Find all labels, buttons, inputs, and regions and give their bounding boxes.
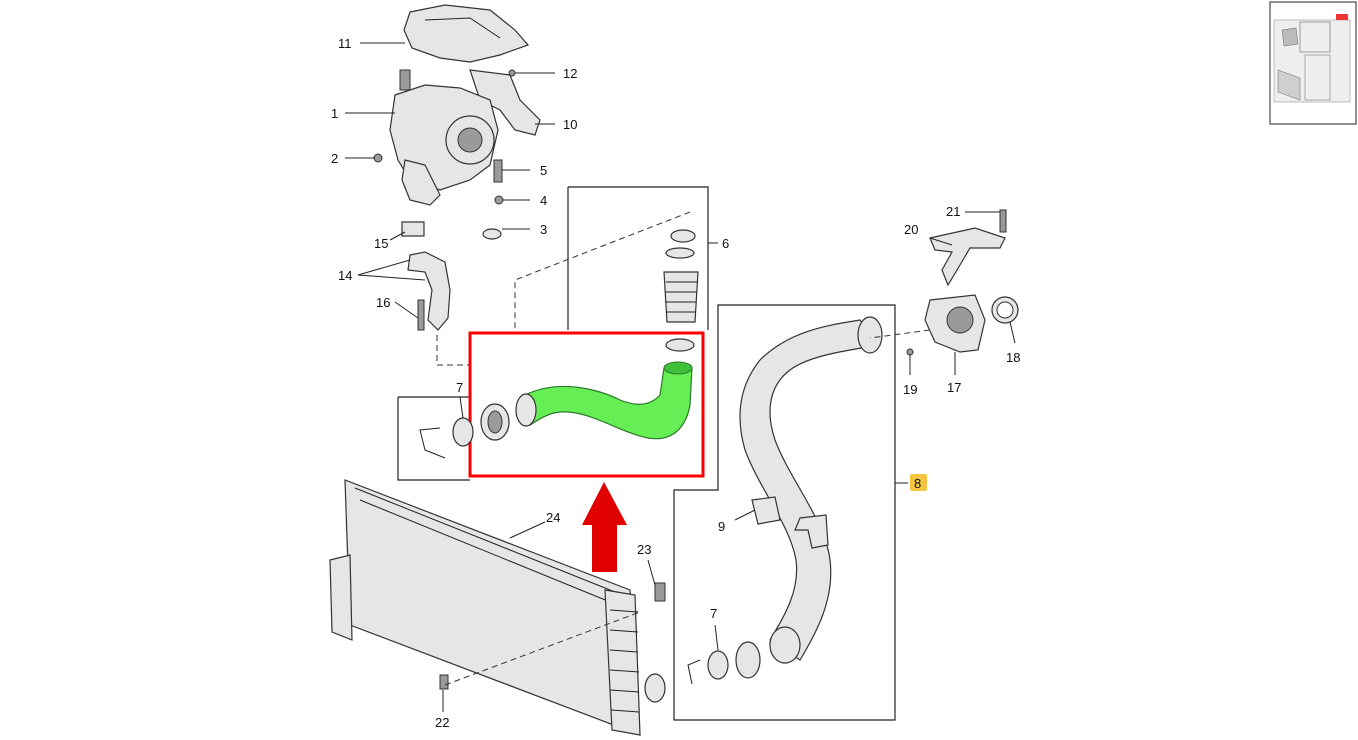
label-20: 20 bbox=[904, 222, 918, 237]
label-23: 23 bbox=[637, 542, 651, 557]
label-22: 22 bbox=[435, 715, 449, 730]
label-21: 21 bbox=[946, 204, 960, 219]
label-10: 10 bbox=[563, 117, 577, 132]
label-14: 14 bbox=[338, 268, 352, 283]
label-3: 3 bbox=[540, 222, 547, 237]
label-7-upper: 7 bbox=[456, 380, 463, 395]
label-15: 15 bbox=[374, 236, 388, 251]
pointer-arrow bbox=[582, 482, 627, 572]
throttle-body-assembly bbox=[906, 209, 1019, 356]
label-6: 6 bbox=[722, 236, 729, 251]
hose-6-outline bbox=[567, 186, 709, 330]
hose-8 bbox=[687, 316, 931, 685]
label-7-lower: 7 bbox=[710, 606, 717, 621]
label-5: 5 bbox=[540, 163, 547, 178]
label-18: 18 bbox=[1006, 350, 1020, 365]
highlight-region bbox=[419, 331, 705, 478]
label-2: 2 bbox=[331, 151, 338, 166]
pipe-6 bbox=[663, 229, 699, 323]
turbocharger-assembly bbox=[373, 4, 541, 366]
label-12: 12 bbox=[563, 66, 577, 81]
label-17: 17 bbox=[947, 380, 961, 395]
label-4: 4 bbox=[540, 193, 547, 208]
hose-8-outline bbox=[673, 304, 896, 721]
label-11: 11 bbox=[338, 36, 352, 51]
label-9: 9 bbox=[718, 519, 725, 534]
label-16: 16 bbox=[376, 295, 390, 310]
label-24: 24 bbox=[546, 510, 560, 525]
callout-labels: 11 12 1 10 2 5 4 3 15 14 16 6 21 20 18 1… bbox=[331, 36, 1020, 730]
label-1: 1 bbox=[331, 106, 338, 121]
label-19: 19 bbox=[903, 382, 917, 397]
label-8-badge bbox=[910, 474, 927, 491]
intercooler bbox=[329, 479, 666, 736]
leader-lines bbox=[345, 42, 1016, 712]
label-8: 8 bbox=[914, 476, 921, 491]
intercooler-hose-highlighted bbox=[524, 367, 693, 440]
thumbnail-preview[interactable] bbox=[1269, 1, 1357, 125]
